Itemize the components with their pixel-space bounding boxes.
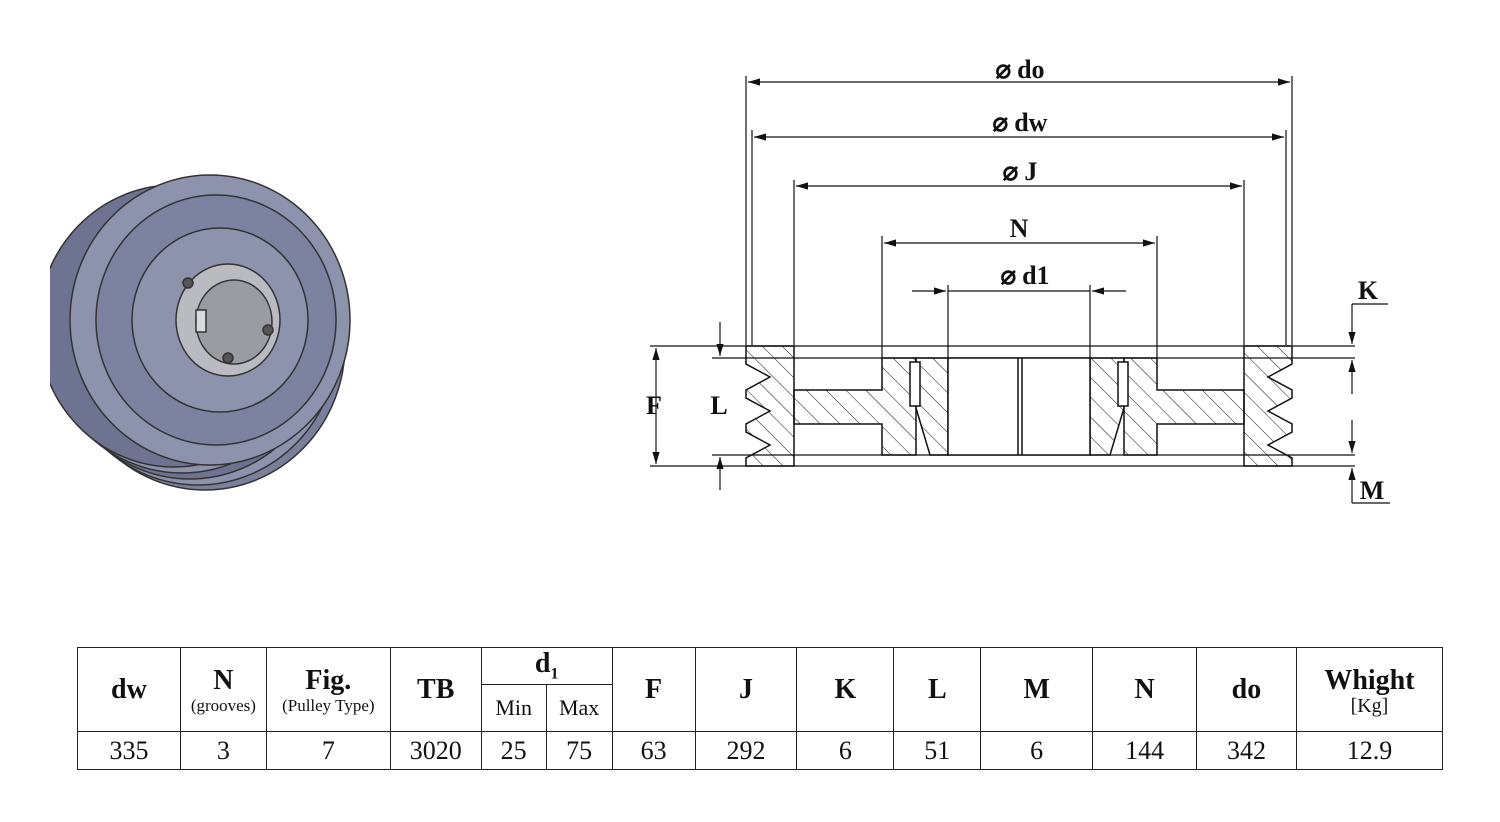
bush-screw-2 [262, 324, 274, 336]
cell-fig: 7 [265, 731, 391, 770]
header-do: do [1196, 647, 1297, 732]
diameter-symbol: ⌀ [1003, 157, 1019, 186]
label-d1: ⌀d1 [1000, 261, 1049, 290]
header-d1-max: Max [545, 684, 613, 732]
header-l: L [893, 647, 982, 732]
section-left-web [793, 357, 917, 456]
cell-m: 6 [980, 731, 1094, 770]
header-d1-min: Min [480, 684, 547, 732]
cell-f: 63 [611, 731, 696, 770]
subheader-row: Min Max [78, 684, 1443, 732]
cell-n: 144 [1092, 731, 1198, 770]
header-k: K [796, 647, 895, 732]
header-tb: TB [389, 647, 482, 732]
label-f: F [646, 391, 662, 420]
label-do: ⌀do [995, 55, 1044, 84]
cell-l: 51 [893, 731, 982, 770]
table-row: 335 3 7 3020 25 75 63 292 6 51 6 144 342… [77, 731, 1444, 770]
header-n-grooves: N(grooves) [179, 647, 267, 732]
label-n: N [1010, 214, 1029, 243]
label-j: ⌀J [1003, 157, 1038, 186]
header-row: dw N(grooves) Fig.(Pulley Type) TB d1 F … [77, 647, 1444, 732]
header-d1: d1 [480, 647, 613, 685]
header-n: N [1092, 647, 1198, 732]
cell-k: 6 [796, 731, 895, 770]
bore-hole [195, 279, 273, 365]
diameter-symbol: ⌀ [993, 108, 1009, 137]
cell-weight: 12.9 [1295, 731, 1444, 770]
bore-section [947, 357, 1091, 456]
bush-screw-right [1117, 361, 1129, 407]
cell-tb: 3020 [389, 731, 482, 770]
header-weight: Whight[Kg] [1295, 647, 1444, 732]
cell-d1-max: 75 [545, 731, 613, 770]
bush-screw-1 [182, 277, 194, 289]
pulley-section-drawing: ⌀do ⌀dw ⌀J N ⌀d1 F L K M [646, 55, 1390, 505]
pulley-3d-render [50, 174, 351, 491]
bush-screw-3 [222, 352, 234, 364]
diameter-symbol: ⌀ [1000, 261, 1016, 290]
section-left-bush [915, 357, 949, 456]
header-f: F [611, 647, 696, 732]
label-l: L [710, 391, 727, 420]
header-m: M [980, 647, 1094, 732]
section-right-rim [1243, 345, 1293, 467]
header-fig: Fig.(Pulley Type) [265, 647, 391, 732]
bush-screw-left [909, 361, 921, 407]
section-right-web [1123, 357, 1245, 456]
header-dw: dw [77, 647, 181, 732]
label-k: K [1358, 276, 1379, 305]
section-left-rim [745, 345, 795, 467]
cell-n-grooves: 3 [179, 731, 267, 770]
keyway [195, 309, 207, 333]
cell-dw: 335 [77, 731, 181, 770]
header-j: J [694, 647, 798, 732]
cell-d1-min: 25 [480, 731, 547, 770]
diameter-symbol: ⌀ [995, 55, 1011, 84]
label-m: M [1360, 476, 1385, 505]
label-dw: ⌀dw [993, 108, 1048, 137]
cell-j: 292 [694, 731, 798, 770]
spec-table: dw N(grooves) Fig.(Pulley Type) TB d1 F … [77, 647, 1444, 770]
cell-do: 342 [1196, 731, 1297, 770]
